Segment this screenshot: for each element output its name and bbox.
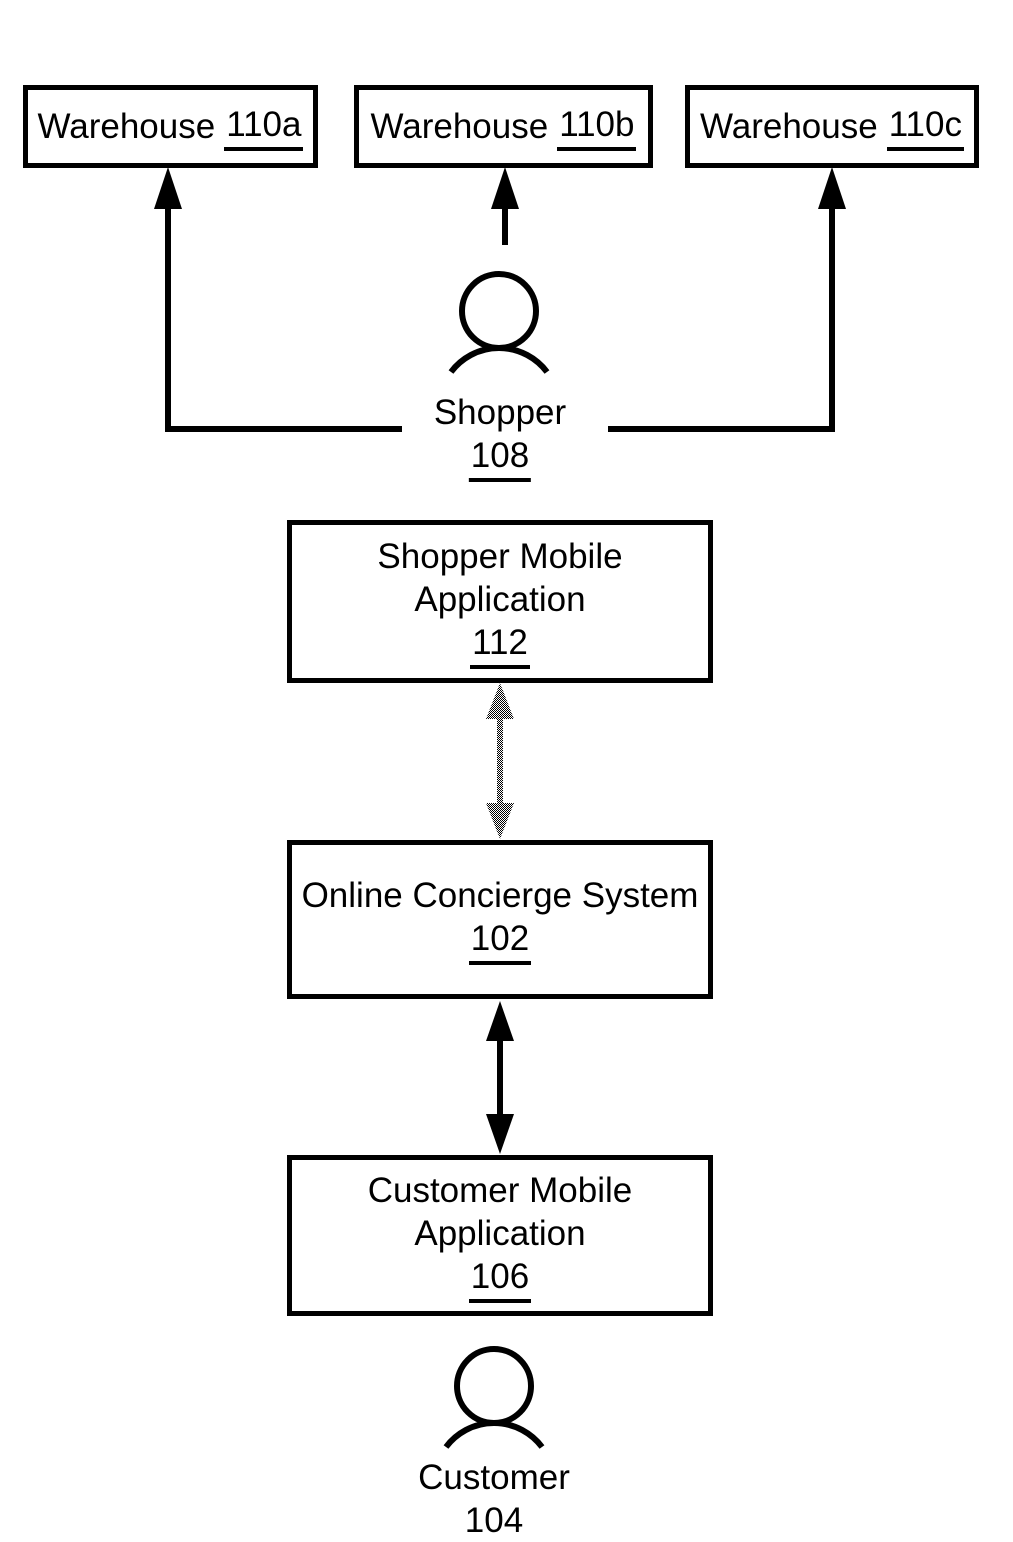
concierge-number: 102 [468,917,532,965]
shopper-number: 108 [468,434,532,482]
warehouse-110a-label: Warehouse [37,107,216,146]
warehouse-110a-box: Warehouse 110a [23,85,318,168]
warehouse-110a-number: 110a [224,103,304,151]
arrow-concierge-customer-app [486,1001,514,1154]
concierge-line1: Online Concierge System [301,876,699,915]
shopper-name: Shopper [433,393,567,432]
arrow-shopper-to-warehouse-b [491,167,519,245]
shopper-app-number: 112 [470,621,530,669]
warehouse-110c-number: 110c [886,103,964,151]
warehouse-110c-box: Warehouse 110c [685,85,979,168]
arrow-shopper-to-warehouse-c [608,167,846,432]
shopper-mobile-app-box: Shopper Mobile Application 112 [287,520,713,683]
shopper-app-line2: Application [414,579,586,619]
arrow-shopper-app-concierge [486,683,514,839]
warehouse-110c-label: Warehouse [700,107,878,146]
customer-number: 104 [463,1499,525,1542]
online-concierge-system-box: Online Concierge System 102 [287,840,713,999]
customer-app-number: 106 [468,1255,532,1303]
warehouse-110b-box: Warehouse 110b [354,85,653,168]
shopper-actor-label: Shopper 108 [434,391,566,482]
customer-person-icon [443,1346,545,1449]
customer-app-line1: Customer Mobile [367,1170,633,1210]
warehouse-110b-label: Warehouse [370,107,549,146]
arrow-shopper-to-warehouse-a [154,167,402,432]
warehouse-110b-number: 110b [557,103,637,151]
shopper-app-line1: Shopper Mobile [377,536,623,576]
customer-mobile-app-box: Customer Mobile Application 106 [287,1155,713,1316]
customer-name: Customer [418,1458,570,1497]
shopper-person-icon [448,271,550,374]
customer-app-line2: Application [414,1213,586,1253]
customer-actor-label: Customer 104 [418,1456,570,1542]
